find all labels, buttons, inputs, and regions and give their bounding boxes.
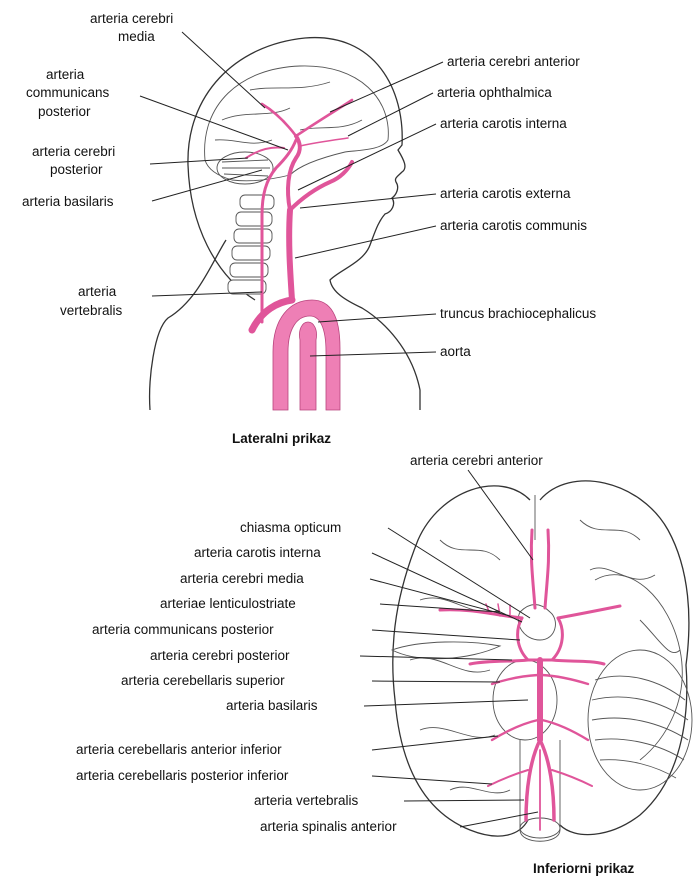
label-lat-communicans-posterior: arteria communicans posterior: [26, 67, 113, 119]
label-lat-cerebri-anterior: arteria cerebri anterior: [447, 54, 580, 69]
inferior-labels: arteria cerebri anterior chiasma opticum…: [76, 453, 635, 876]
label-inf-cerebellaris-posterior-inferior: arteria cerebellaris posterior inferior: [76, 768, 289, 783]
brain-outline: [205, 66, 389, 181]
label-lat-vertebralis: arteria vertebralis: [60, 284, 123, 318]
label-inf-spinalis-anterior: arteria spinalis anterior: [260, 819, 397, 834]
label-inf-communicans-posterior: arteria communicans posterior: [92, 622, 274, 637]
cerebri-anterior-vessel: [296, 100, 352, 136]
label-inf-vertebralis: arteria vertebralis: [254, 793, 359, 808]
aorta-descending: [299, 322, 316, 410]
cerebellum-inferior: [588, 650, 692, 790]
brain-gyri: [215, 82, 362, 143]
gyri-left: [410, 540, 510, 793]
label-inf-chiasma: chiasma opticum: [240, 520, 341, 535]
label-lat-ophthalmica: arteria ophthalmica: [437, 85, 552, 100]
label-lat-carotis-externa: arteria carotis externa: [440, 186, 571, 201]
cerebellum-folia: [222, 160, 270, 176]
inferior-leader-lines: [360, 470, 538, 827]
olfactory-left: [392, 642, 500, 659]
back-of-neck: [150, 240, 226, 410]
label-inf-lenticulostriate: arteriae lenticulostriate: [160, 596, 296, 611]
label-lat-aorta: aorta: [440, 344, 471, 359]
inf-cerebri-anterior-vessel: [531, 530, 548, 608]
caption-lateralni-prikaz: Lateralni prikaz: [232, 431, 331, 446]
label-lat-cerebri-media: arteria cerebri media: [90, 11, 177, 44]
carotis-externa-vessel: [290, 162, 352, 210]
cervical-vertebrae: [228, 195, 274, 294]
label-inf-cerebri-media: arteria cerebri media: [180, 571, 304, 586]
label-inf-cerebellaris-superior: arteria cerebellaris superior: [121, 673, 285, 688]
carotis-communis-vessel: [289, 210, 292, 300]
inferior-view: [392, 481, 692, 841]
caption-inferiorni-prikaz: Inferiorni prikaz: [533, 861, 635, 876]
label-inf-cerebellaris-anterior-inferior: arteria cerebellaris anterior inferior: [76, 742, 282, 757]
inf-cerebri-media-vessel-right: [558, 606, 620, 618]
ophthalmica-vessel: [300, 138, 348, 146]
cerebellum-folia-inferior: [592, 676, 688, 778]
gyri-right: [580, 520, 680, 653]
label-inf-cerebri-anterior: arteria cerebri anterior: [410, 453, 543, 468]
label-lat-truncus: truncus brachiocephalicus: [440, 306, 596, 321]
cerebri-media-vessel: [262, 104, 296, 136]
label-lat-carotis-communis: arteria carotis communis: [440, 218, 587, 233]
chiasma-shape: [518, 605, 555, 641]
label-lat-carotis-interna: arteria carotis interna: [440, 116, 567, 131]
label-inf-cerebri-posterior: arteria cerebri posterior: [150, 648, 290, 663]
label-inf-basilaris: arteria basilaris: [226, 698, 318, 713]
label-inf-carotis-interna: arteria carotis interna: [194, 545, 321, 560]
label-lat-basilaris: arteria basilaris: [22, 194, 114, 209]
label-lat-cerebri-posterior: arteria cerebri posterior: [32, 144, 119, 177]
temporal-lobe: [595, 575, 682, 760]
